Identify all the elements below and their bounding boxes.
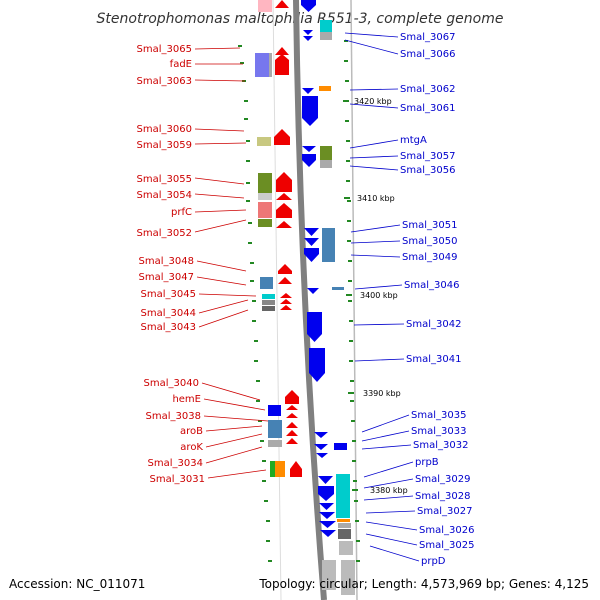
gene-label: Smal_3034: [148, 458, 203, 469]
gene-label: Smal_3027: [417, 506, 472, 517]
left-labels: Smal_3065 fadE Smal_3063 Smal_3060 Smal_…: [137, 44, 205, 485]
leader-lines-right: [344, 32, 420, 562]
scale-3390: 3390 kbp: [348, 389, 401, 398]
gene-label: prpD: [421, 556, 446, 567]
svg-text:3410 kbp: 3410 kbp: [357, 194, 395, 203]
gene-label: Smal_3066: [400, 49, 455, 60]
gene-label: Smal_3044: [141, 308, 196, 319]
gene-label: prfC: [171, 207, 192, 218]
gene-label: Smal_3055: [137, 174, 192, 185]
scale-3400: 3400 kbp: [346, 291, 398, 300]
gene-label: Smal_3029: [415, 474, 470, 485]
gene-label: Smal_3025: [419, 540, 474, 551]
gene-label: Smal_3033: [411, 426, 466, 437]
gene-label: Smal_3057: [400, 151, 455, 162]
gene-label: Smal_3048: [139, 256, 194, 267]
gene-label: Smal_3046: [404, 280, 459, 291]
topology-text: Topology: circular; Length: 4,573,969 bp…: [259, 577, 589, 591]
gene-label: Smal_3032: [413, 440, 468, 451]
gene-label: Smal_3060: [137, 124, 192, 135]
svg-text:3420 kbp: 3420 kbp: [354, 97, 392, 106]
gene-label: Smal_3041: [406, 354, 461, 365]
gene-label: Smal_3028: [415, 491, 470, 502]
gene-label: Smal_3043: [141, 322, 196, 333]
gene-label: Smal_3045: [141, 289, 196, 300]
gene-label: hemE: [172, 394, 201, 405]
gene-label: Smal_3049: [402, 252, 457, 263]
svg-text:3380 kbp: 3380 kbp: [370, 486, 408, 495]
gene-label: Smal_3052: [137, 228, 192, 239]
map-title: Stenotrophomonas maltophilia R551-3, com…: [97, 11, 504, 27]
gene-label: aroB: [180, 426, 203, 437]
gene-label: Smal_3054: [137, 190, 192, 201]
gene-label: Smal_3042: [406, 319, 461, 330]
forward-gene-features: [255, 0, 302, 477]
reverse-gene-features: [301, 0, 355, 595]
gene-label: Smal_3026: [419, 525, 474, 536]
gene-label: Smal_3031: [150, 474, 205, 485]
ticks-left: [238, 45, 272, 562]
gene-label: aroK: [180, 442, 203, 453]
scale-3420: 3420 kbp: [343, 97, 392, 106]
gene-label: Smal_3035: [411, 410, 466, 421]
gene-label: Smal_3051: [402, 220, 457, 231]
gene-label: Smal_3067: [400, 32, 455, 43]
genome-backbone: [293, 0, 327, 600]
gene-label: Smal_3063: [137, 76, 192, 87]
gene-label: Smal_3056: [400, 165, 455, 176]
accession-text: Accession: NC_011071: [9, 577, 146, 591]
gene-label: Smal_3040: [144, 378, 199, 389]
gene-label: fadE: [170, 59, 192, 70]
scale-3410: 3410 kbp: [344, 194, 395, 203]
gene-label: prpB: [415, 457, 439, 468]
gene-label: Smal_3047: [139, 272, 194, 283]
outer-strand-line: [350, 0, 358, 600]
scale-3380: 3380 kbp: [352, 486, 408, 495]
svg-text:3400 kbp: 3400 kbp: [360, 291, 398, 300]
gene-label: Smal_3062: [400, 84, 455, 95]
svg-text:3390 kbp: 3390 kbp: [363, 389, 401, 398]
leader-lines-left: [194, 47, 269, 479]
gene-label: Smal_3038: [146, 411, 201, 422]
right-labels: Smal_3067 Smal_3066 Smal_3062 Smal_3061 …: [400, 32, 474, 567]
gene-label: Smal_3050: [402, 236, 457, 247]
gene-label: Smal_3061: [400, 103, 455, 114]
gene-label: Smal_3059: [137, 140, 192, 151]
gene-label: Smal_3065: [137, 44, 192, 55]
gene-label: mtgA: [400, 135, 427, 146]
inner-strand-line: [272, 0, 282, 600]
